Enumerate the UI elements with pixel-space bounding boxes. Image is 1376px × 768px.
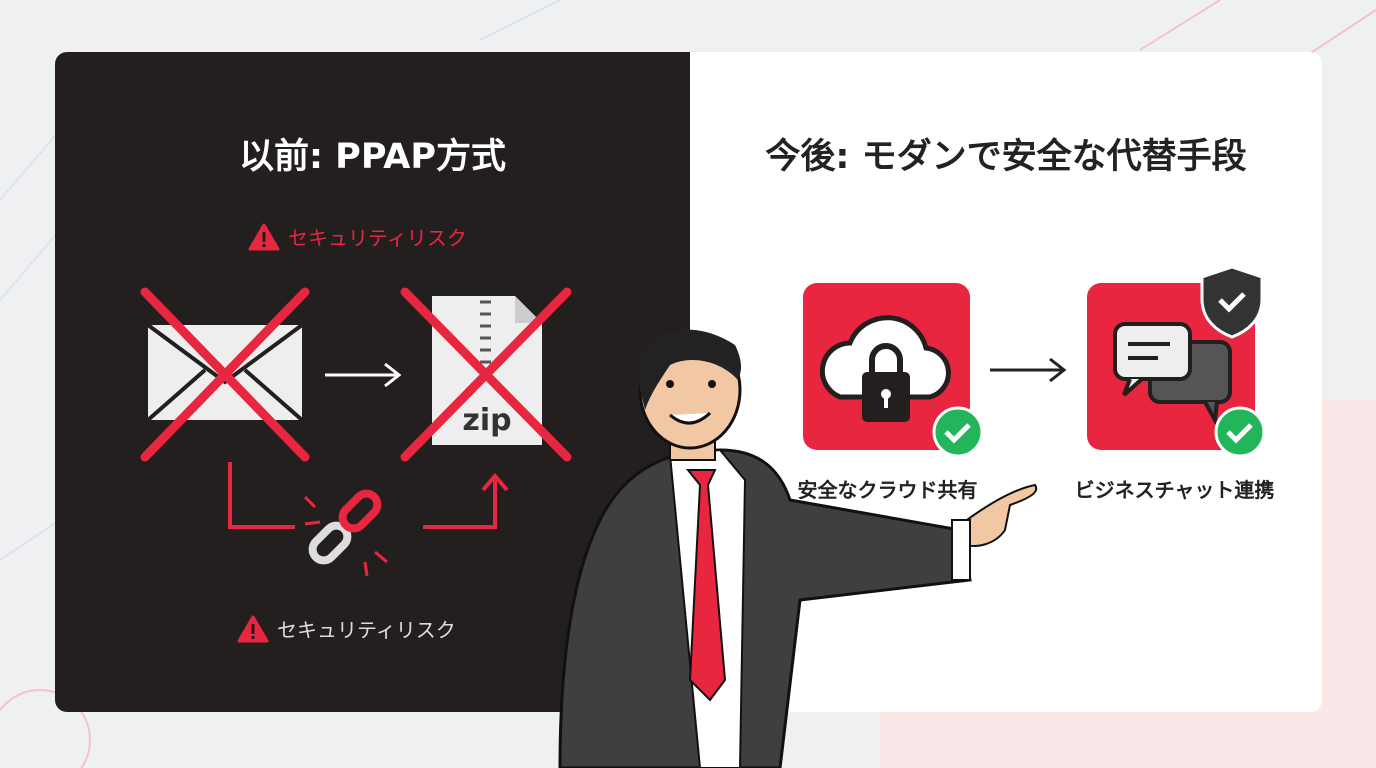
before-title: 以前: PPAP方式 bbox=[238, 137, 506, 177]
shield-check-icon bbox=[1200, 265, 1264, 339]
alternatives-diagram bbox=[803, 265, 1266, 458]
cross-mark bbox=[400, 287, 572, 462]
after-title: 今後: モダンで安全な代替手段 bbox=[765, 137, 1247, 177]
security-risk-warning-bottom: セキュリティリスク bbox=[237, 614, 456, 643]
warning-icon bbox=[237, 615, 269, 642]
flow-lines bbox=[228, 462, 509, 529]
svg-text:zip: zip bbox=[462, 403, 511, 438]
warning-text: セキュリティリスク bbox=[288, 226, 467, 250]
business-chat-label: ビジネスチャット連携 bbox=[1074, 478, 1275, 502]
businessman-illustration bbox=[558, 329, 1038, 768]
cross-mark bbox=[140, 287, 310, 462]
cloud-share-label: 安全なクラウド共有 bbox=[797, 478, 978, 502]
ppap-diagram: zip bbox=[140, 287, 572, 577]
check-icon bbox=[932, 406, 984, 458]
cloud-share-tile bbox=[803, 283, 984, 458]
arrow-right-icon bbox=[325, 362, 402, 388]
check-icon bbox=[1214, 406, 1266, 458]
chat-tile bbox=[1087, 265, 1266, 458]
warning-icon bbox=[248, 223, 280, 250]
arrow-right-icon bbox=[990, 357, 1067, 383]
security-risk-warning-top: セキュリティリスク bbox=[248, 222, 467, 251]
warning-text: セキュリティリスク bbox=[277, 618, 456, 642]
broken-link-icon bbox=[308, 489, 382, 565]
lock-icon bbox=[862, 343, 910, 422]
